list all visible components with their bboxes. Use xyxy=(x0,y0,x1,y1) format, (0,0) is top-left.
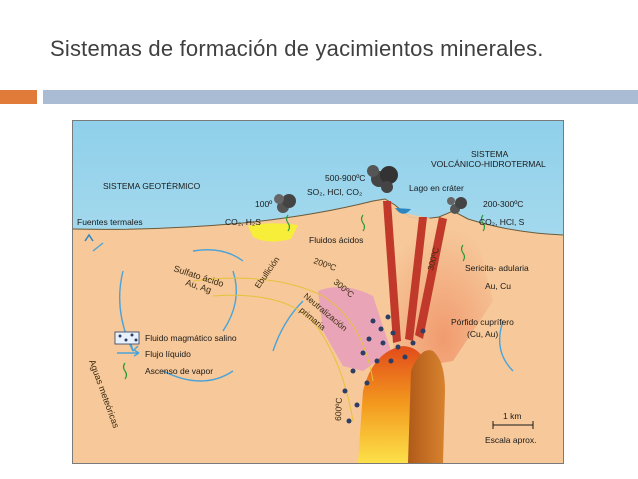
saline-magmatic-fluid-icon xyxy=(114,331,140,345)
label-sericite-metals: Au, Cu xyxy=(485,281,511,291)
vapor-rise-icon xyxy=(122,362,128,380)
conduit-left xyxy=(383,201,401,343)
mineral-deposit-diagram: SISTEMA GEOTÉRMICO SISTEMA VOLCÁNICO-HID… xyxy=(72,120,564,464)
saline-fluid-cluster xyxy=(342,314,426,424)
label-temp-200-300: 200-300ºC xyxy=(483,199,523,209)
plume-geothermal xyxy=(274,194,296,213)
label-temp-600: 600ºC xyxy=(333,397,344,421)
liquid-flow-arrows xyxy=(92,242,514,382)
label-crater-lake: Lago en cráter xyxy=(409,183,464,193)
label-sericite-adularia: Sericita- adularia xyxy=(465,263,529,273)
title-accent-bar xyxy=(0,90,37,104)
label-porphyry-2: (Cu, Au) xyxy=(467,329,498,339)
label-volcanic-system-1: SISTEMA xyxy=(471,149,509,159)
plume-volcanic xyxy=(447,197,467,214)
label-porphyry-1: Pórfido cuprífero xyxy=(451,317,514,327)
label-scale-value: 1 km xyxy=(503,411,521,421)
conduit-right xyxy=(415,217,447,339)
title-rule-bar xyxy=(43,90,638,104)
isotherm-lines xyxy=(192,277,374,422)
legend-label-vapor-rise: Ascenso de vapor xyxy=(145,366,213,376)
label-temp-100: 100º xyxy=(255,199,272,209)
porphyry-intrusion xyxy=(408,350,445,463)
label-geothermal-system: SISTEMA GEOTÉRMICO xyxy=(103,181,201,191)
label-volcanic-system-2: VOLCÁNICO-HIDROTERMAL xyxy=(431,159,546,169)
conduit-mid xyxy=(405,217,427,341)
vapor-rise-marks xyxy=(285,214,486,262)
label-scale-caption: Escala aprox. xyxy=(485,435,537,445)
hot-springs-icon xyxy=(84,233,94,242)
label-gas-so2-hcl-co2: SO₂, HCl, CO₂ xyxy=(307,187,362,197)
liquid-flow-arrow-icon xyxy=(117,349,140,357)
legend-label-saline-fluid: Fluido magmático salino xyxy=(145,333,237,343)
label-hot-springs: Fuentes termales xyxy=(77,217,143,227)
label-temp-500-900: 500-900ºC xyxy=(325,173,365,183)
plume-summit xyxy=(367,165,398,193)
acid-fluid-pool xyxy=(248,223,298,242)
crater-lake xyxy=(395,208,411,214)
slide-title: Sistemas de formación de yacimientos min… xyxy=(50,36,544,61)
label-acid-fluids: Fluidos ácidos xyxy=(309,235,363,245)
legend-label-liquid-flow: Flujo líquido xyxy=(145,349,191,359)
ground-surface-line xyxy=(73,198,563,236)
label-gas-co2-h2s: CO₂, H₂S xyxy=(225,217,261,227)
label-gas-co2-hcl-s: CO₂, HCl, S xyxy=(479,217,525,227)
